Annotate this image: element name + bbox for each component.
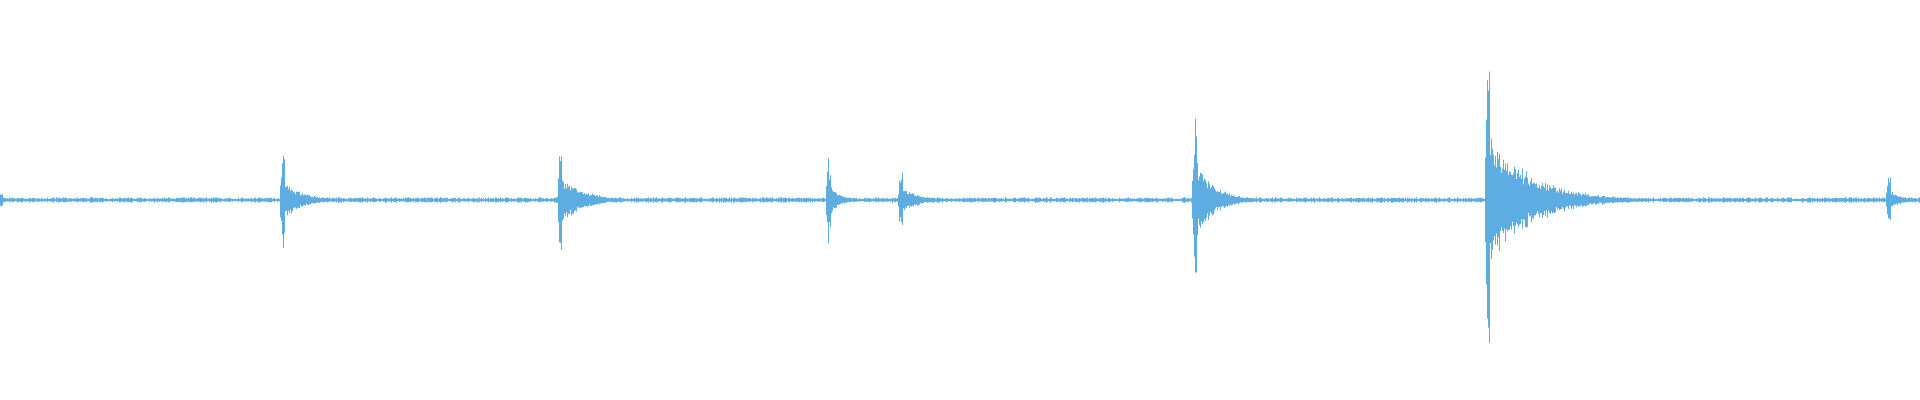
waveform-path xyxy=(0,71,1920,343)
waveform-trace xyxy=(0,71,1920,343)
